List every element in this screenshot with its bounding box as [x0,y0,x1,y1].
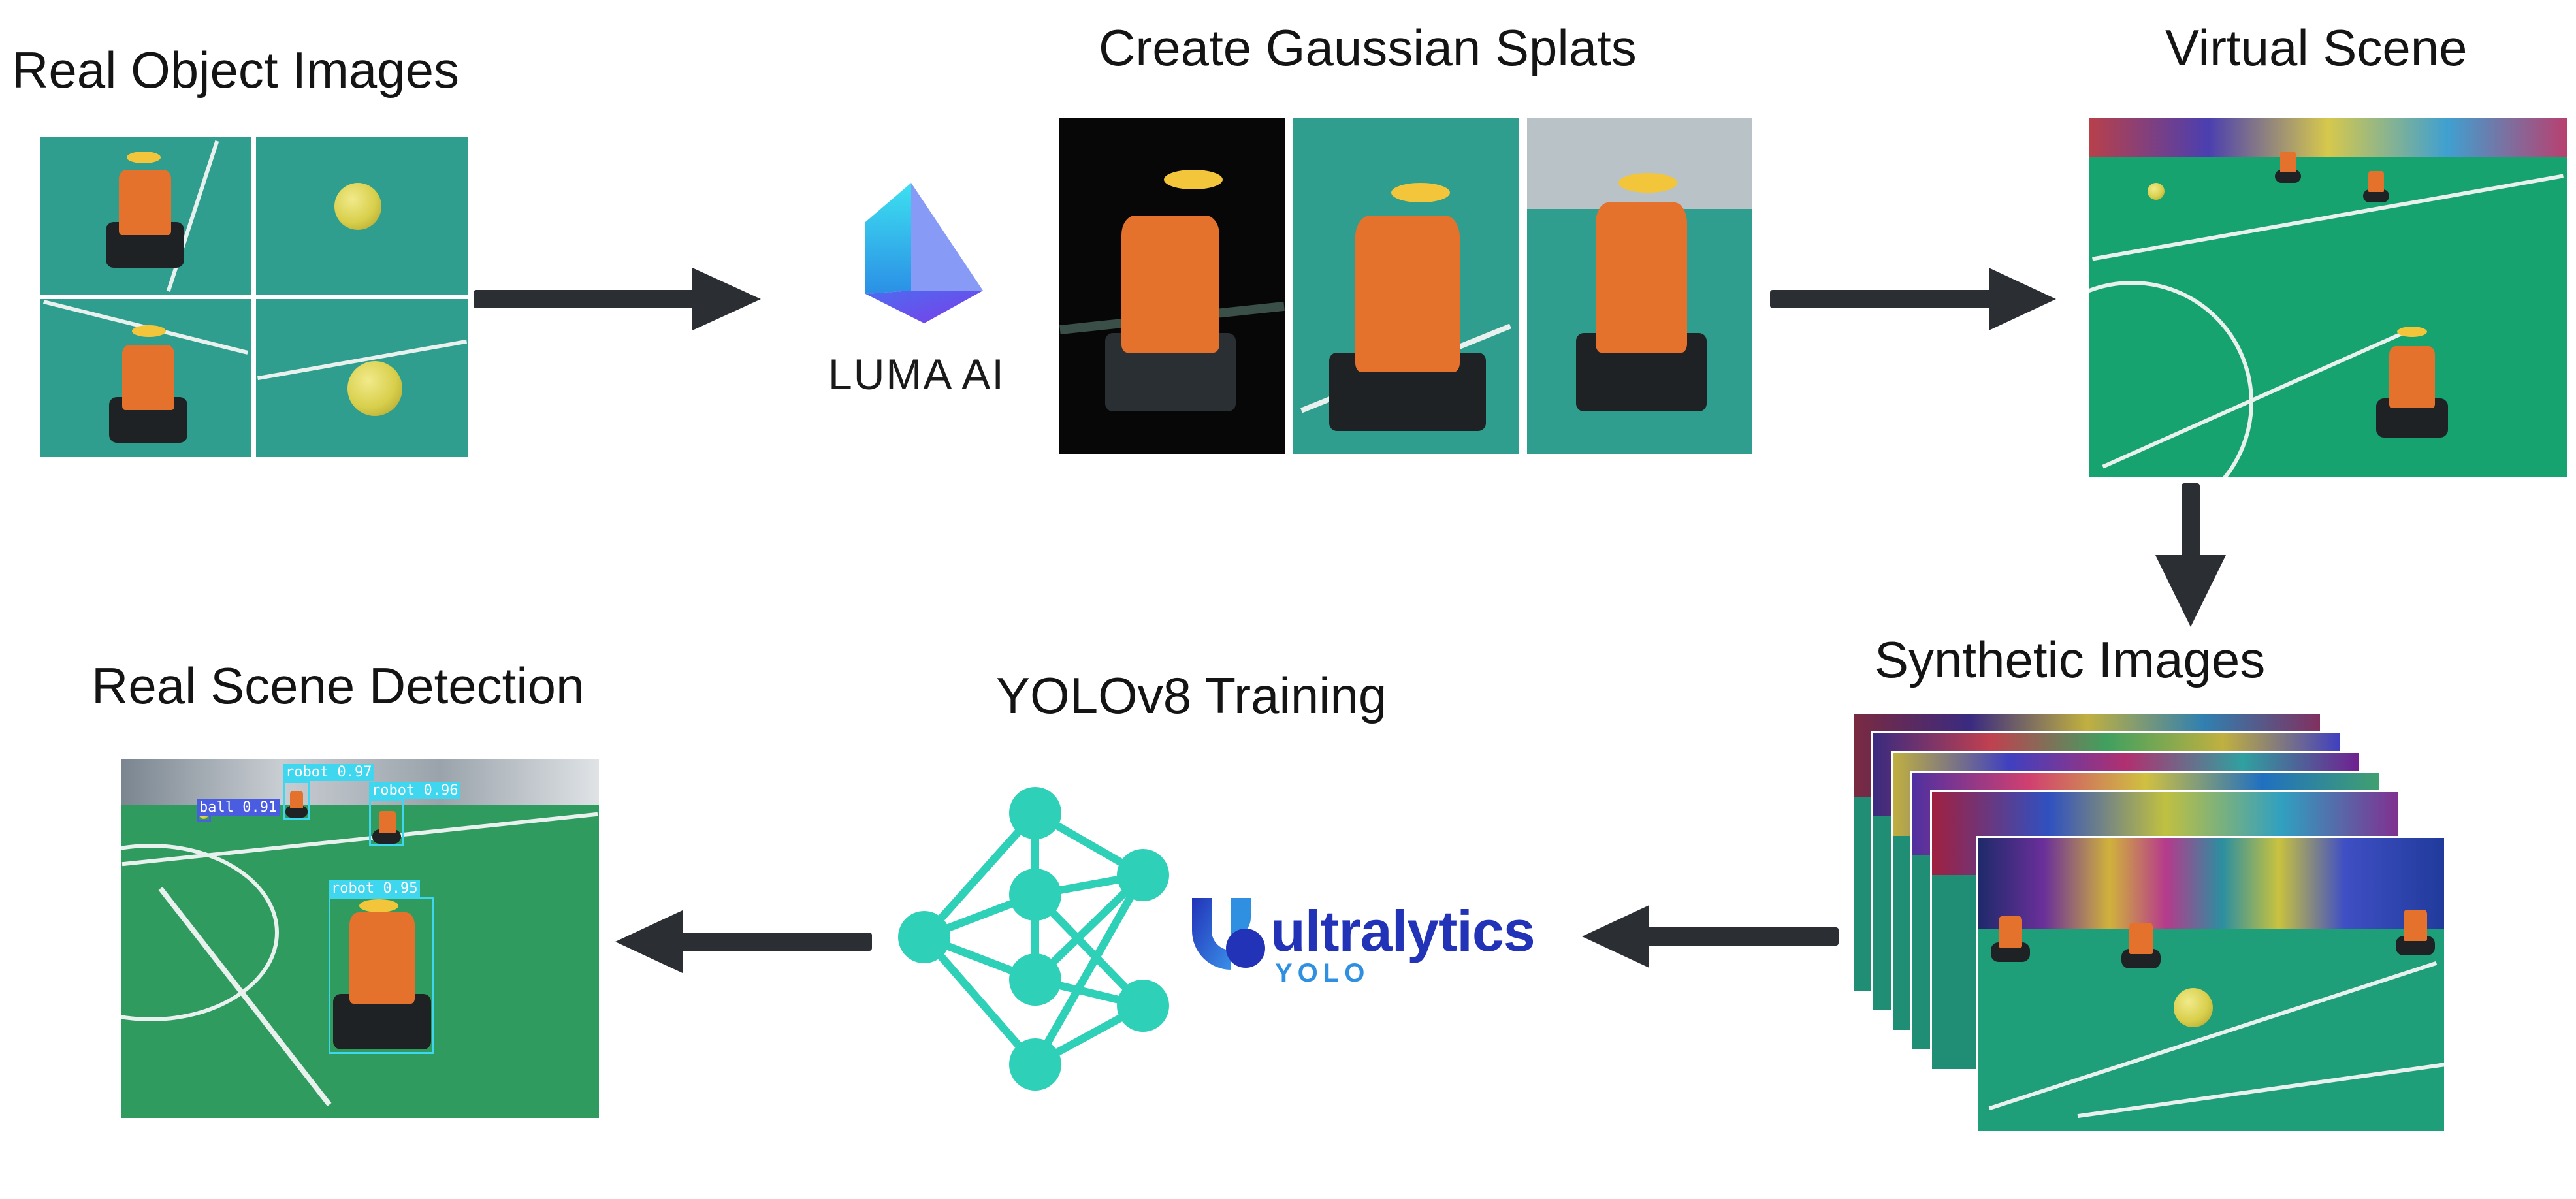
luma-ai-logo-icon [865,183,983,323]
detection-box [283,781,310,820]
detection-box [369,799,404,846]
synthetic-images-title: Synthetic Images [1875,631,2266,688]
real-object-image-grid [40,137,468,457]
synthetic-image-front-frame [1976,836,2446,1133]
splat-render-side-view [1527,118,1752,454]
yolo-training-title: YOLOv8 Training [996,667,1387,724]
real-scene-detection-photo: robot 0.97 robot 0.96 ball 0.91 robot 0.… [121,759,599,1118]
real-robot-photo-1 [40,137,251,295]
arrow-left-icon [1582,905,1839,968]
synthetic-image-stack [1852,712,2446,1136]
yolo-wordmark: YOLO [1275,959,1370,987]
detection-box [329,897,434,1054]
splat-render-point-cloud [1059,118,1285,454]
luma-ai-label: LUMA AI [828,350,1005,398]
real-object-images-title: Real Object Images [12,41,459,99]
ultralytics-wordmark: ultralytics [1270,899,1536,963]
detection-label: robot 0.95 [329,880,421,897]
real-scene-detection-title: Real Scene Detection [91,657,585,714]
detection-label: robot 0.96 [369,782,461,799]
real-ball-photo-1 [256,137,468,295]
detection-label: robot 0.97 [283,764,375,781]
arrow-down-icon [2155,483,2226,627]
arrow-left-icon [615,910,872,973]
detection-label: ball 0.91 [197,799,280,816]
real-ball-photo-2 [256,299,468,457]
ultralytics-logo-icon [1192,898,1265,970]
arrow-right-icon [1770,268,2056,330]
splat-render-front-view [1293,118,1519,454]
virtual-scene-render [2089,118,2567,477]
gaussian-splats-title: Create Gaussian Splats [1099,19,1637,76]
virtual-scene-title: Virtual Scene [2165,19,2468,76]
arrow-right-icon [474,268,761,330]
real-robot-photo-2 [40,299,251,457]
neural-network-icon [898,787,1169,1091]
